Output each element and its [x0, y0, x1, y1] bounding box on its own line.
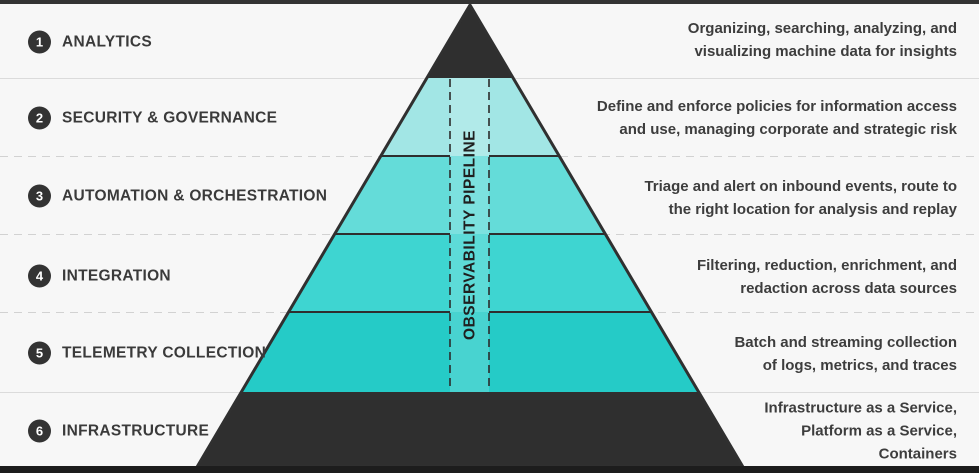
- pyramid-band-analytics: [426, 5, 514, 78]
- level-label: TELEMETRY COLLECTION: [62, 344, 267, 361]
- level-description-integration: Filtering, reduction, enrichment, and re…: [696, 257, 957, 297]
- bottom-frame-bar: [0, 466, 979, 473]
- band-boundary-lines: [288, 155, 652, 313]
- level-item-infrastructure: 6 INFRASTRUCTURE: [28, 419, 210, 443]
- level-description-automation-orchestration: Triage and alert on inbound events, rout…: [644, 178, 957, 218]
- level-number-badge: 5: [28, 341, 51, 365]
- pipeline-dashed-lines: [449, 79, 490, 391]
- level-item-security-governance: 2 SECURITY & GOVERNANCE: [28, 106, 278, 130]
- pyramid-band-infrastructure: [197, 392, 743, 467]
- level-number-badge: 2: [28, 106, 51, 130]
- pyramid-band-security: [380, 78, 560, 156]
- level-number-badge: 6: [28, 419, 51, 443]
- level-description-analytics: Organizing, searching, analyzing, and vi…: [687, 20, 957, 60]
- level-number-badge: 3: [28, 184, 51, 208]
- level-item-telemetry-collection: 5 TELEMETRY COLLECTION: [28, 341, 267, 365]
- pipeline-column-highlight: [450, 78, 489, 392]
- level-description-infrastructure: Infrastructure as a Service, Platform as…: [764, 399, 957, 463]
- pyramid-band-integration: [288, 234, 652, 312]
- level-description-telemetry-collection: Batch and streaming collection of logs, …: [734, 334, 957, 374]
- level-item-automation-orchestration: 3 AUTOMATION & ORCHESTRATION: [28, 184, 328, 208]
- pipeline-label: OBSERVABILITY PIPELINE: [462, 130, 479, 340]
- level-label: INFRASTRUCTURE: [62, 422, 210, 439]
- pyramid-band-automation: [334, 156, 606, 234]
- level-description-security-governance: Define and enforce policies for informat…: [596, 98, 957, 138]
- level-number-badge: 1: [28, 30, 51, 54]
- level-label: AUTOMATION & ORCHESTRATION: [62, 187, 328, 204]
- top-frame-bar: [0, 0, 979, 4]
- level-label: SECURITY & GOVERNANCE: [62, 109, 278, 126]
- level-item-integration: 4 INTEGRATION: [28, 264, 171, 288]
- pyramid-band-telemetry: [241, 312, 699, 392]
- level-label: ANALYTICS: [62, 33, 152, 50]
- level-number-badge: 4: [28, 264, 51, 288]
- level-item-analytics: 1 ANALYTICS: [28, 30, 152, 54]
- level-label: INTEGRATION: [62, 267, 171, 284]
